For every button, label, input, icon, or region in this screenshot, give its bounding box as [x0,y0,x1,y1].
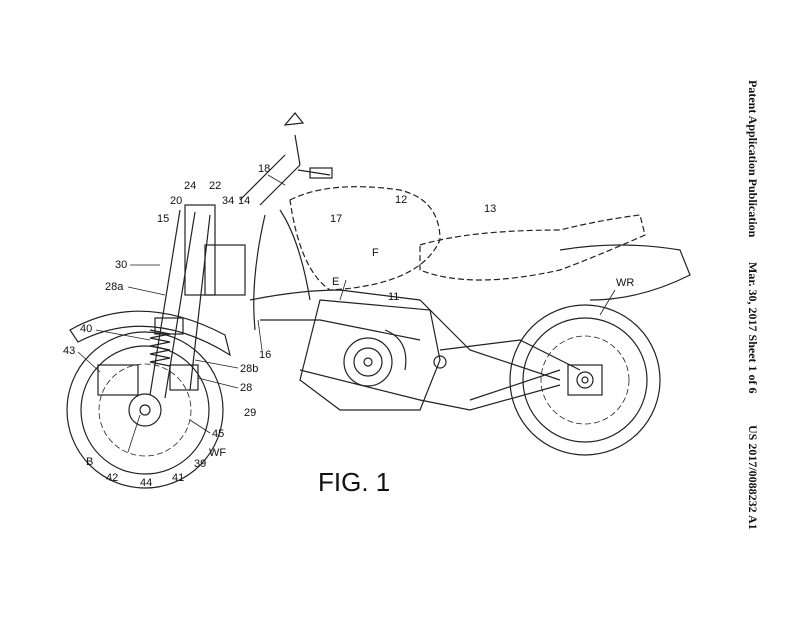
steering-assembly [184,112,333,331]
ref-WR: WR [616,277,634,289]
ref-15: 15 [157,213,169,225]
publication-number: US 2017/0088232 A1 [746,425,760,530]
tail-section [559,244,691,301]
ref-40: 40 [80,323,92,335]
figure-title: FIG. 1 [318,467,390,497]
ref-WF: WF [209,447,226,459]
date-and-sheet: Mar. 30, 2017 Sheet 1 of 6 [746,262,760,394]
leader-lines [77,174,616,453]
ref-12: 12 [395,194,407,206]
ref-28b: 28b [240,363,258,375]
ref-44: 44 [140,477,152,489]
rear-wheel [509,304,661,456]
fuel-tank [289,186,441,291]
ref-22: 22 [209,180,221,192]
sheet-header: Patent Application Publication Mar. 30, … [744,80,768,550]
engine [299,299,447,411]
ref-39: 39 [194,458,206,470]
ref-41: 41 [172,472,184,484]
front-wheel [66,331,224,489]
ref-29: 29 [244,407,256,419]
ref-28: 28 [240,382,252,394]
ref-34: 34 [222,195,234,207]
seat [419,214,646,281]
front-fork [97,209,211,399]
ref-B: B [86,456,93,468]
ref-30: 30 [115,259,127,271]
publication-label: Patent Application Publication [746,80,760,238]
ref-13: 13 [484,203,496,215]
front-fender [69,310,231,357]
ref-43: 43 [63,345,75,357]
ref-24: 24 [184,180,196,192]
ref-28a: 28a [105,281,124,293]
ref-16: 16 [259,349,271,361]
reference-labels: 18 24 22 20 34 14 12 13 15 17 30 F E 28a… [63,163,634,489]
ref-20: 20 [170,195,182,207]
ref-17: 17 [330,213,342,225]
ref-18: 18 [258,163,270,175]
ref-14: 14 [238,195,250,207]
ref-E: E [332,276,339,288]
ref-45: 45 [212,428,224,440]
ref-F: F [372,247,379,259]
ref-42: 42 [106,472,118,484]
ref-11: 11 [388,291,399,303]
